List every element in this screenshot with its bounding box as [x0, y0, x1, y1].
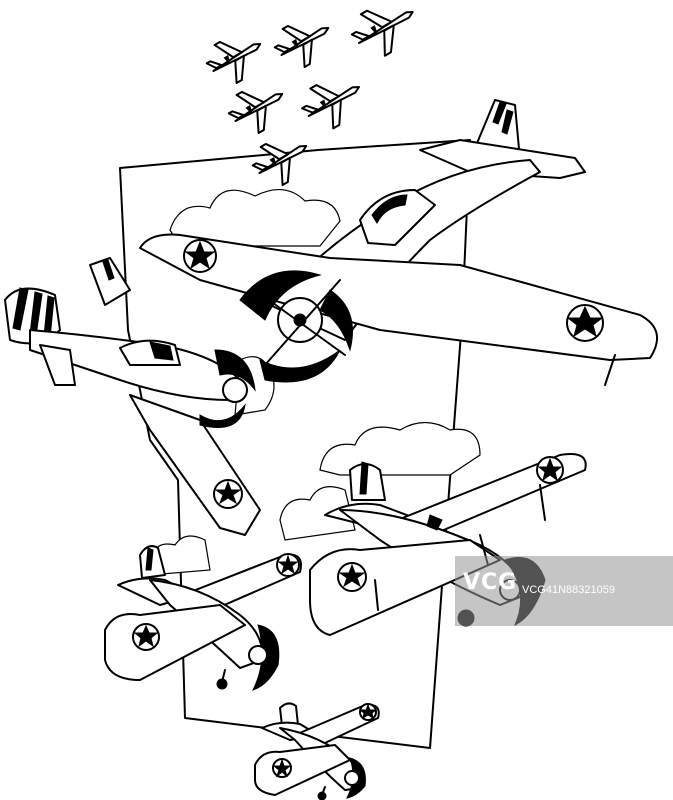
- watermark-logo: VCG: [463, 570, 518, 595]
- banking-fighter-plane: [4, 257, 261, 536]
- jet-1: [205, 40, 262, 85]
- small-biplane-left: [104, 545, 302, 691]
- jet-4: [227, 90, 284, 135]
- clouds: [149, 189, 481, 576]
- large-fighter-plane: [139, 99, 659, 386]
- jet-6: [251, 142, 308, 187]
- watermark-id-text: VCG41N88321059: [522, 584, 615, 596]
- jet-5: [301, 84, 360, 130]
- jet-2: [273, 24, 330, 69]
- jet-3: [350, 9, 414, 57]
- jet-formation: [205, 9, 414, 187]
- small-biplane-bottom: [254, 702, 380, 800]
- watermark-band: [455, 556, 673, 626]
